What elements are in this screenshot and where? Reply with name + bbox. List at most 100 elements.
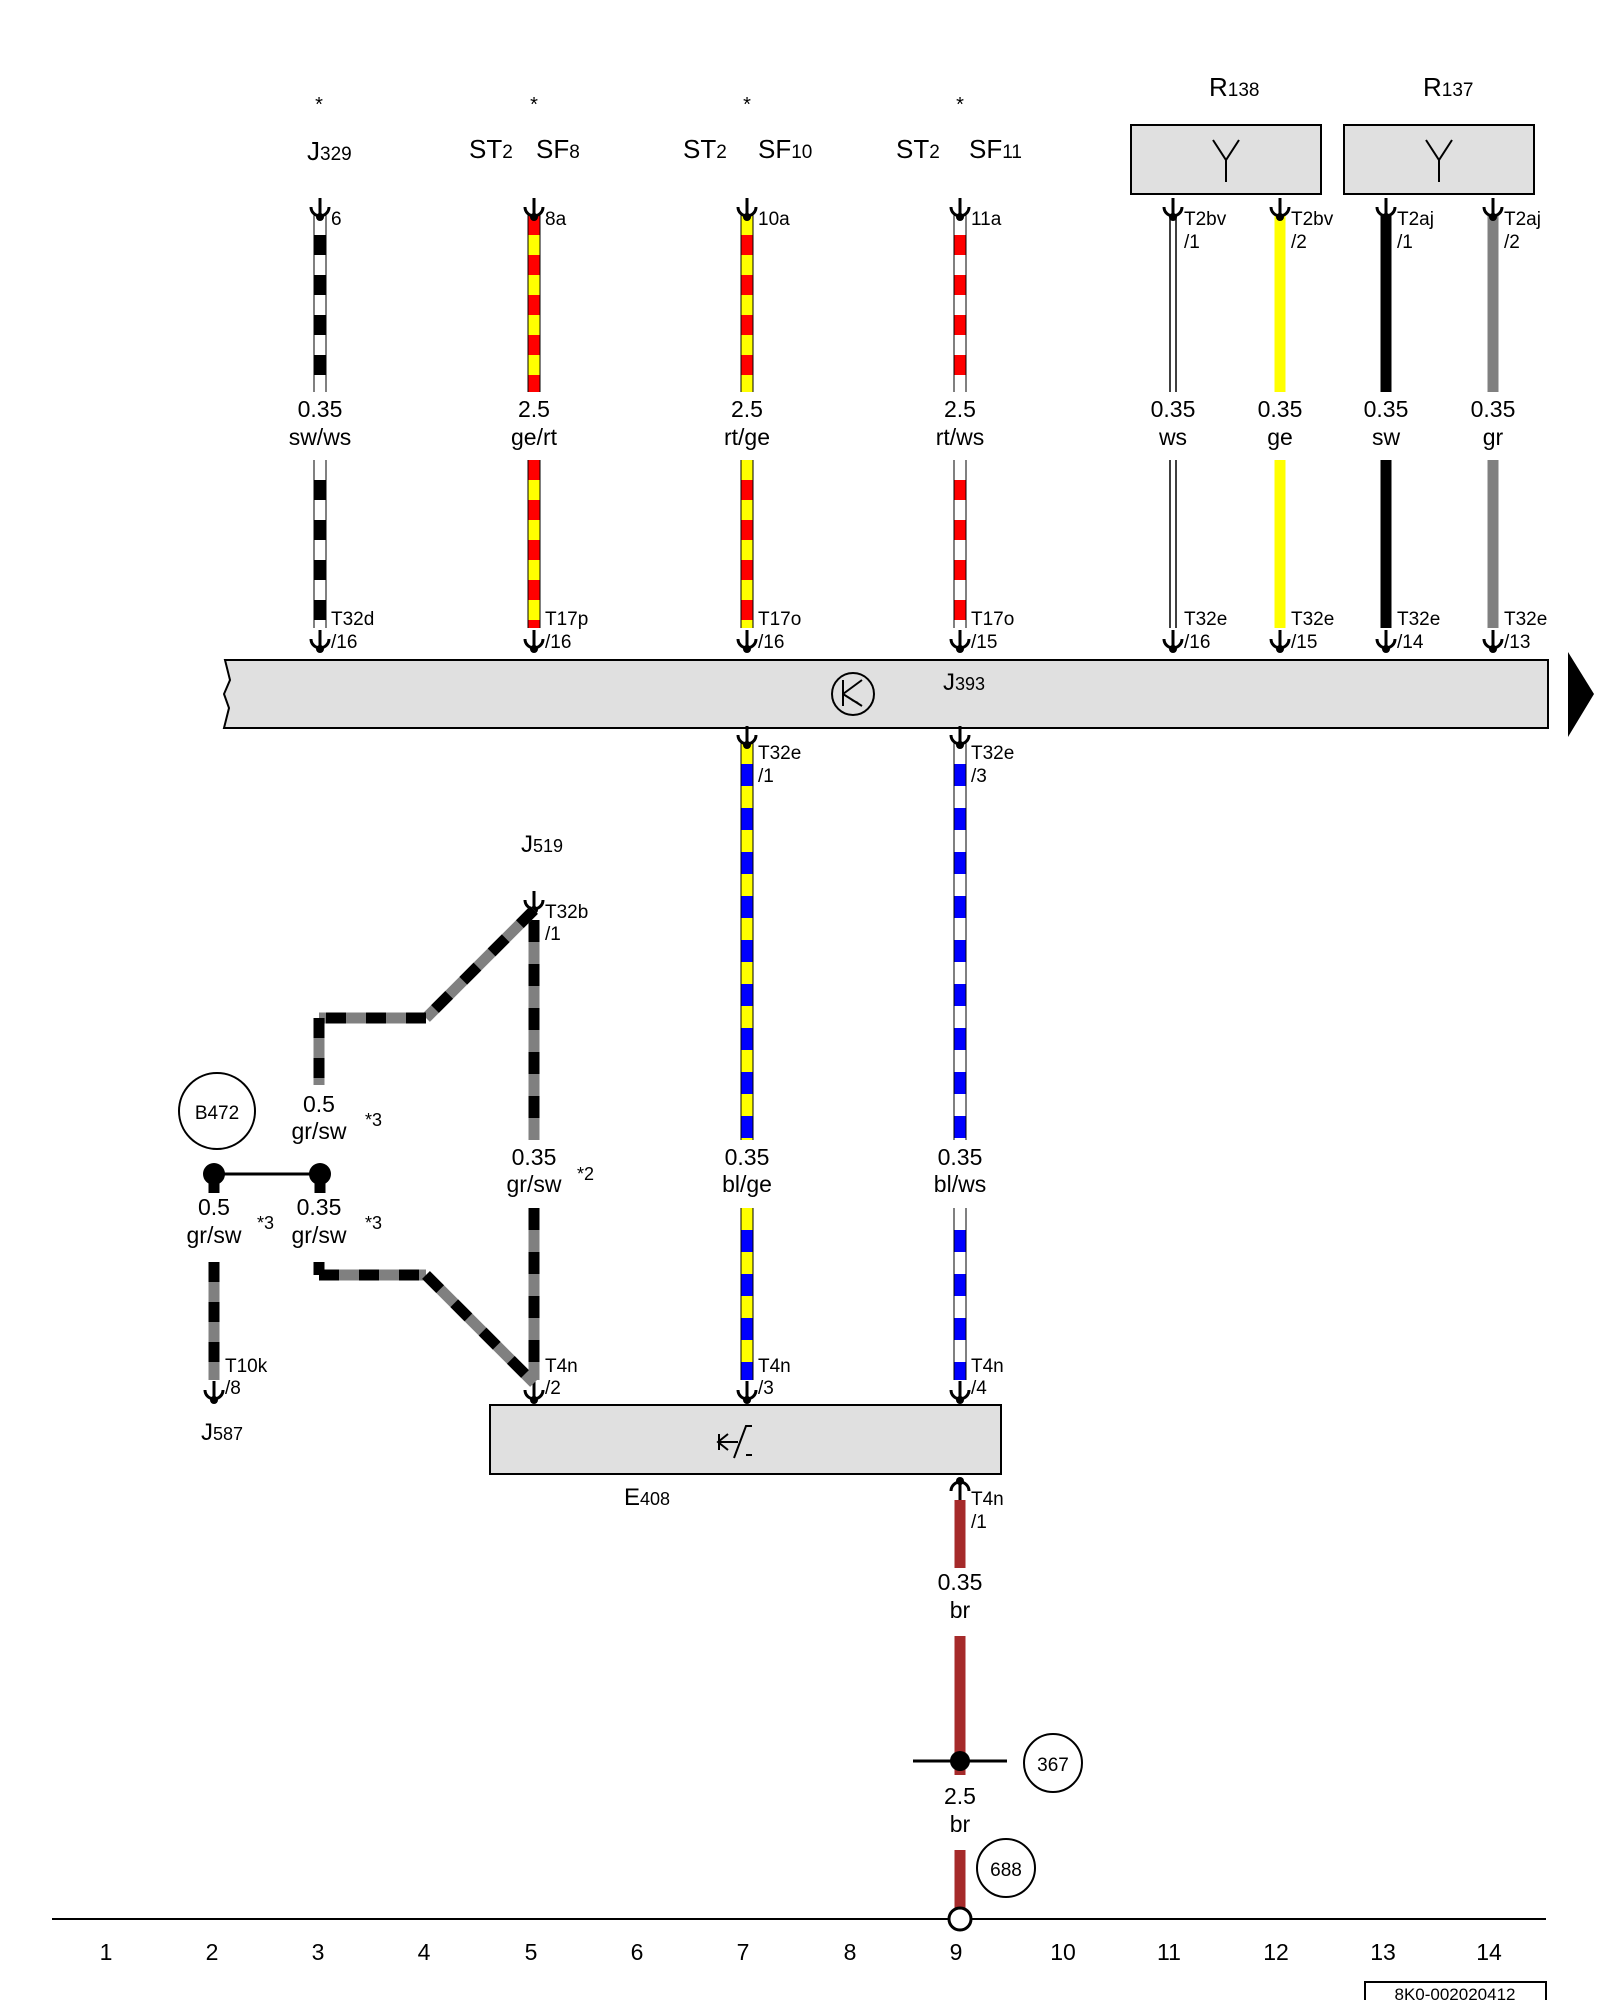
r137-box [1343, 124, 1535, 195]
pin-label: /1 [971, 1512, 987, 1533]
footnote-marker: *3 [365, 1110, 382, 1130]
connector-label: T2bv [1184, 209, 1227, 230]
track-number: 2 [206, 1939, 219, 1965]
j329-star: * [315, 94, 323, 116]
pin-label: /1 [1184, 232, 1200, 253]
track-number: 8 [844, 1939, 857, 1965]
footnote-marker: *3 [257, 1213, 274, 1233]
footnote-marker: *2 [577, 1164, 594, 1184]
wire-size-label: 0.35 [938, 1569, 983, 1595]
pin-label: /2 [1504, 232, 1520, 253]
wire-segment [422, 1271, 538, 1387]
doc-number-box [1364, 1981, 1547, 2000]
sf8-label: SF8 [536, 134, 580, 164]
connector-label: T4n [971, 1356, 1004, 1377]
sf8-star: * [530, 94, 538, 116]
track-number: 13 [1370, 1939, 1396, 1965]
track-number: 12 [1263, 1939, 1289, 1965]
wire-color-label: gr/sw [292, 1118, 347, 1144]
connector-pin-icon [1269, 196, 1291, 223]
connector-pin-icon [1375, 196, 1397, 223]
wire-color-label: sw [1372, 424, 1401, 450]
wire-color-label: gr/sw [187, 1222, 242, 1248]
wire-color-label: br [950, 1811, 971, 1837]
ground-point [947, 1906, 973, 1932]
wire-segment [1169, 215, 1177, 392]
wire-color-label: ge/rt [511, 424, 558, 450]
connector-label: T2aj [1397, 209, 1434, 230]
connector-label: T32e [758, 743, 801, 764]
wire-color-label: br [950, 1597, 971, 1623]
wire-size-label: 0.35 [1258, 396, 1303, 422]
pin-label: /15 [971, 632, 997, 653]
j587-label: J587 [201, 1419, 243, 1446]
track-number: 3 [312, 1939, 325, 1965]
splice-367-label: 367 [1037, 1755, 1069, 1776]
wire-color-label: bl/ge [722, 1171, 772, 1197]
wire-size-label: 2.5 [518, 396, 550, 422]
connector-pin-icon [949, 1379, 971, 1406]
connector-pin-icon [949, 1475, 971, 1502]
pin-label: /16 [331, 632, 357, 653]
footnote-marker: *3 [365, 1213, 382, 1233]
pin-label: /4 [971, 1378, 987, 1399]
wire-size-label: 0.35 [725, 1144, 770, 1170]
pin-label: /16 [758, 632, 784, 653]
j393-label: J393 [943, 669, 985, 696]
connector-pin-icon [1482, 628, 1504, 655]
pin-label: /2 [545, 1378, 561, 1399]
connector-pin-icon [523, 628, 545, 655]
connector-label: T32d [331, 609, 374, 630]
j519-label: J519 [521, 831, 563, 858]
sf11-st-label: ST2 [896, 134, 940, 164]
wire-size-label: 0.5 [303, 1091, 335, 1117]
wire-size-label: 0.35 [298, 396, 343, 422]
wire-size-label: 0.35 [297, 1194, 342, 1220]
connector-pin-icon [1269, 628, 1291, 655]
branch-wire-group: T32b/10.35gr/sw*2T4n/20.5gr/sw*30.35gr/s… [187, 889, 594, 1406]
connector-pin-icon [309, 628, 331, 655]
wire-color-label: rt/ge [724, 424, 770, 450]
wire-color-label: gr [1483, 424, 1504, 450]
connector-pin-icon [1375, 628, 1397, 655]
connector-label: T2bv [1291, 209, 1334, 230]
connector-label: T32b [545, 902, 588, 923]
connector-label: T32e [1291, 609, 1334, 630]
pin-label: /15 [1291, 632, 1317, 653]
connector-label: T32e [971, 743, 1014, 764]
wire-color-label: rt/ws [936, 424, 985, 450]
j393-control-unit: J393 [222, 659, 1549, 729]
r138-box [1130, 124, 1322, 195]
track-number: 6 [631, 1939, 644, 1965]
track-number: 5 [525, 1939, 538, 1965]
wire-size-label: 2.5 [731, 396, 763, 422]
pin-label: 8a [545, 209, 567, 230]
connector-label: T4n [545, 1356, 578, 1377]
pin-label: /1 [1397, 232, 1413, 253]
pin-label: 10a [758, 209, 790, 230]
switch-icon [716, 1425, 752, 1459]
connector-label: T32e [1504, 609, 1547, 630]
wire-size-label: 0.35 [512, 1144, 557, 1170]
pin-label: /8 [225, 1378, 241, 1399]
wire-segment [422, 906, 538, 1022]
transistor-icon [831, 672, 875, 716]
track-number: 9 [950, 1939, 963, 1965]
sf10-star: * [743, 94, 751, 116]
pin-label: /13 [1504, 632, 1530, 653]
wire-color-label: gr/sw [292, 1222, 347, 1248]
splice-node [203, 1163, 225, 1185]
wire-color-label: ge [1267, 424, 1293, 450]
ground-688-circle [976, 1838, 1036, 1898]
wire-color-label: bl/ws [934, 1171, 986, 1197]
doc-number: 8K0-002020412 [1394, 1985, 1515, 2000]
track-number: 11 [1157, 1939, 1181, 1965]
pin-label: /16 [1184, 632, 1210, 653]
j329-label: J329 [307, 136, 352, 166]
r137-label: R137 [1423, 72, 1473, 102]
wire-size-label: 0.35 [938, 1144, 983, 1170]
r138-label: R138 [1209, 72, 1259, 102]
connector-pin-icon [1482, 196, 1504, 223]
